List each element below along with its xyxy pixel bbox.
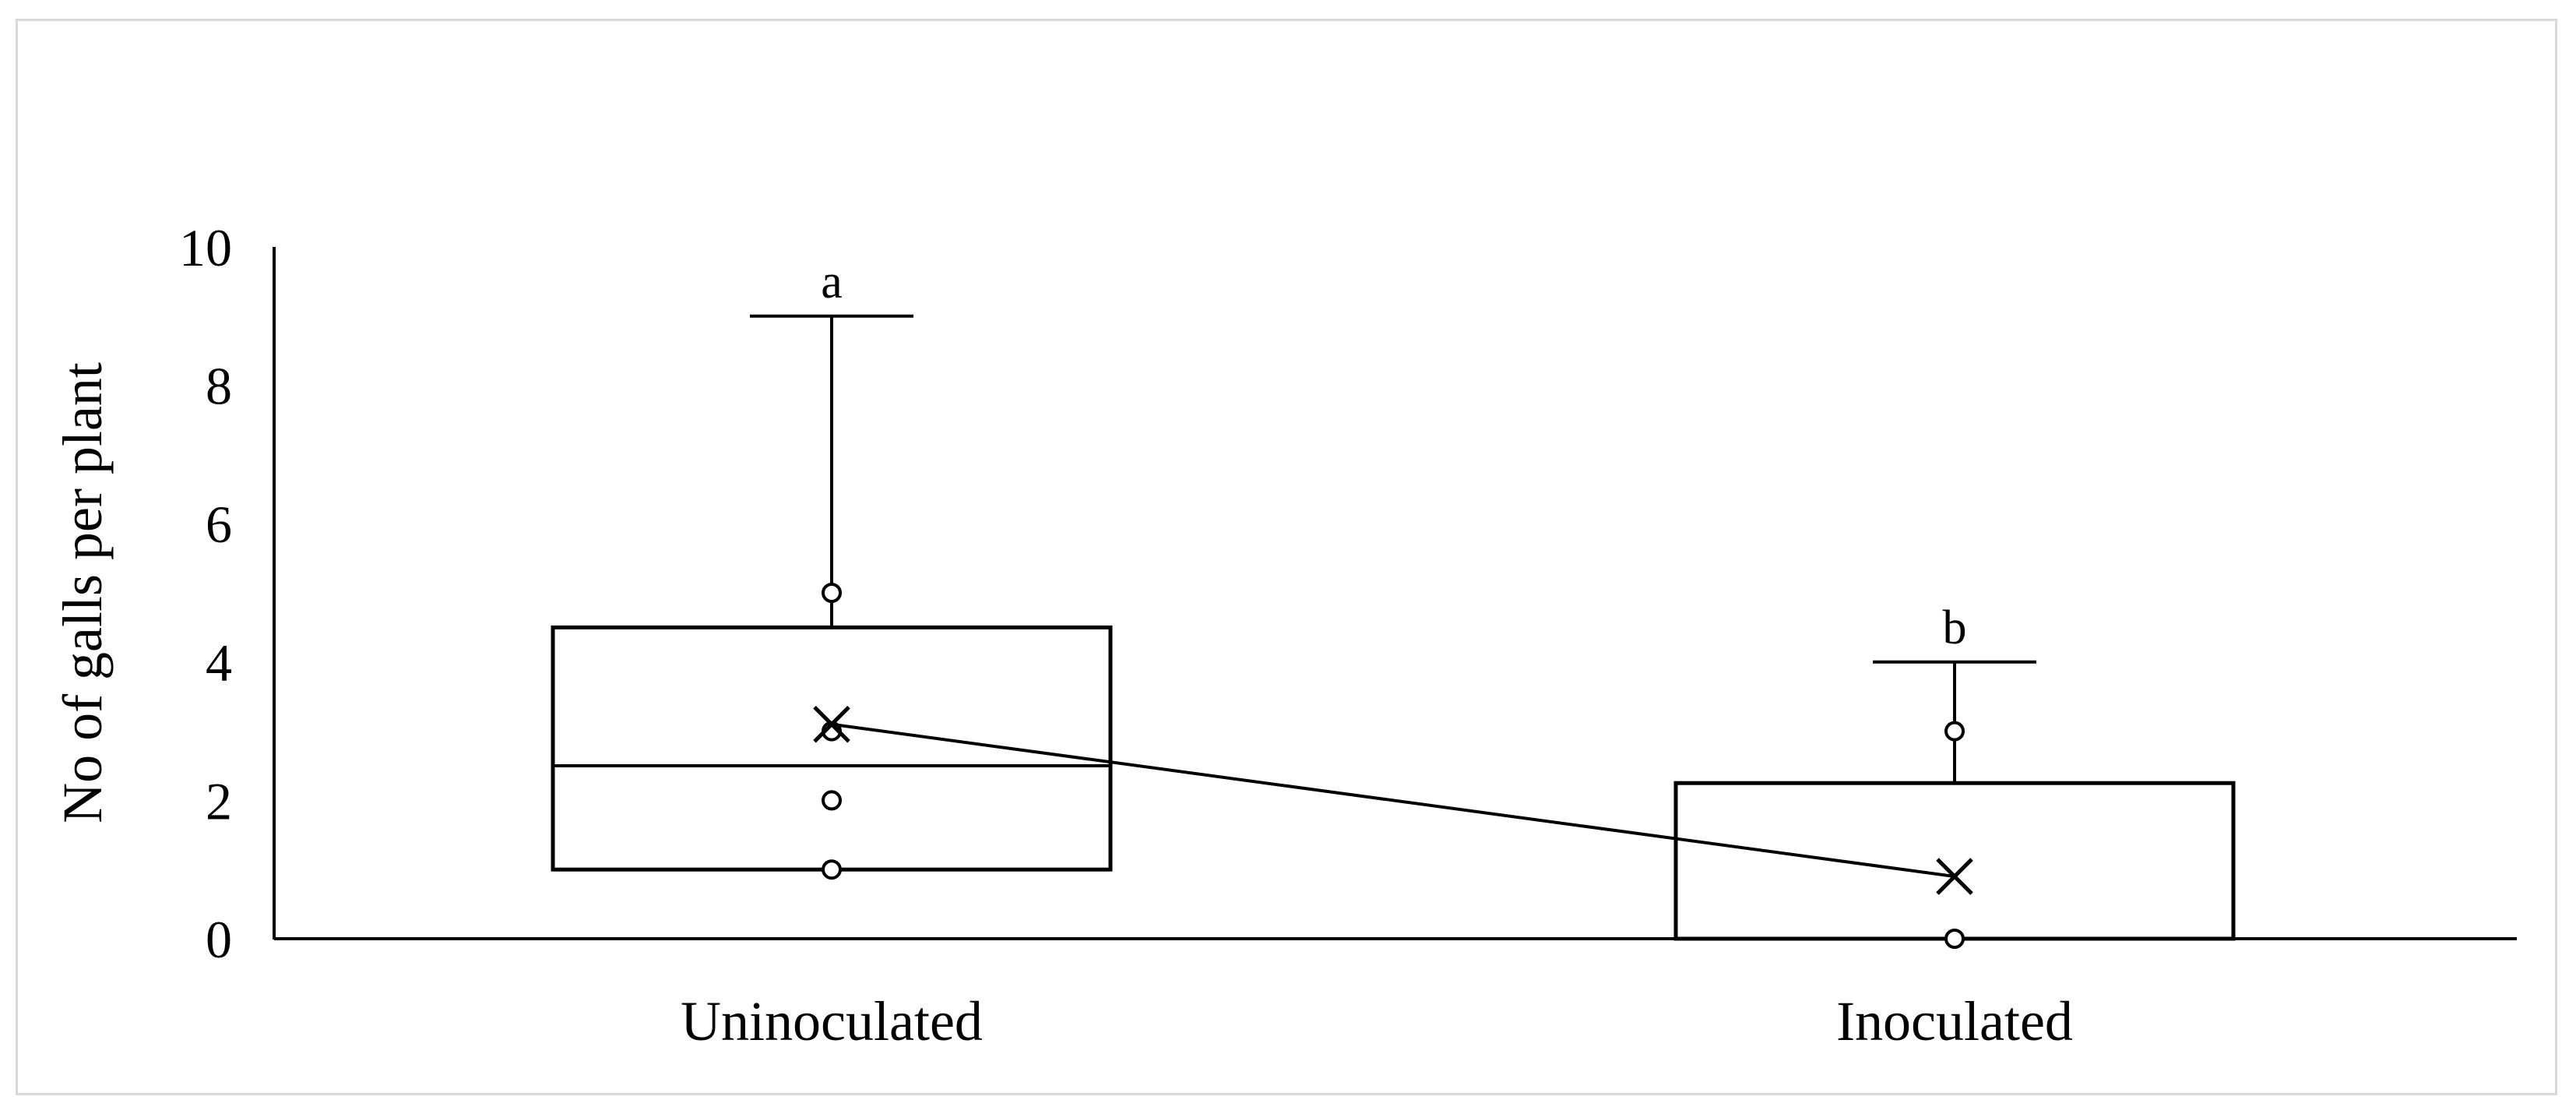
mean-marker: [1936, 858, 1973, 895]
y-tick-labels: 0 2 4 6 8 10: [179, 218, 232, 969]
mean-marker: [813, 705, 850, 743]
data-point: [1944, 929, 1965, 949]
mean-line: [831, 722, 1955, 879]
y-tick-label: 4: [206, 633, 232, 693]
y-tick-label: 2: [206, 771, 232, 830]
mean-marker-stroke: [813, 705, 850, 743]
y-tick-label: 6: [206, 495, 232, 554]
category-label: Inoculated: [1836, 990, 2073, 1052]
y-tick-label: 10: [179, 218, 232, 277]
data-point: [822, 583, 842, 603]
y-tick-label: 0: [206, 910, 232, 969]
iqr-box: [1673, 781, 2236, 941]
iqr-box: [551, 625, 1113, 872]
category-labels: Uninoculated Inoculated: [681, 990, 2073, 1052]
category-label: Uninoculated: [681, 990, 983, 1052]
box-group-uninoculated: a: [551, 256, 1113, 880]
mean-marker-stroke: [1936, 858, 1973, 895]
y-axis-title: No of galls per plant: [51, 362, 114, 823]
y-tick-label: 8: [206, 357, 232, 416]
mean-trend: [813, 705, 1973, 895]
box-group-inoculated: b: [1673, 601, 2236, 949]
data-point: [1944, 721, 1965, 742]
boxes: ab: [551, 256, 2236, 949]
significance-letter: b: [1943, 601, 1967, 654]
data-point: [822, 859, 842, 880]
significance-letter: a: [821, 256, 843, 308]
data-point: [822, 790, 842, 811]
